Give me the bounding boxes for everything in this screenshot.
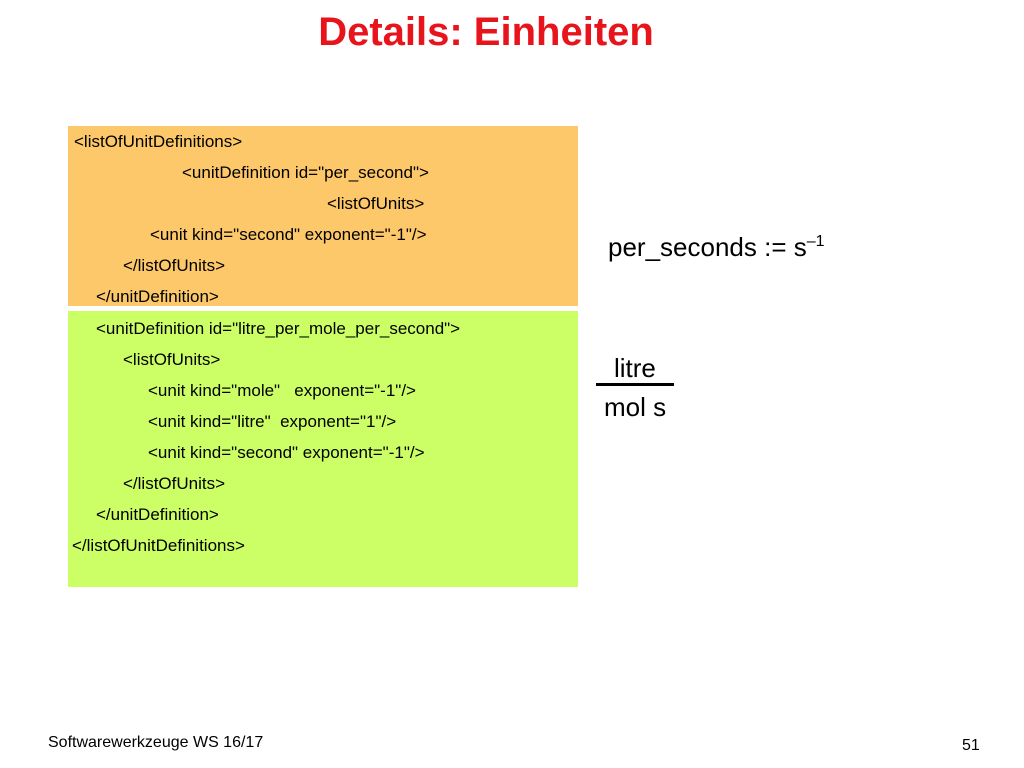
page-number: 51 <box>962 737 980 754</box>
code-block-litre-per-mole-per-second: <unitDefinition id="litre_per_mole_per_s… <box>68 311 578 587</box>
code-line: <unit kind="second" exponent="-1"/> <box>150 225 427 244</box>
slide-title: Details: Einheiten <box>318 10 654 54</box>
code-line: <unit kind="mole" exponent="-1"/> <box>148 381 416 400</box>
fraction-denominator: mol s <box>604 392 667 422</box>
formula-exponent: –1 <box>806 233 825 250</box>
footer-course: Softwarewerkzeuge WS 16/17 <box>48 734 264 751</box>
formula-lhs: per_seconds := s <box>608 232 807 262</box>
code-line: <unit kind="second" exponent="-1"/> <box>148 443 425 462</box>
code-line: </listOfUnits> <box>123 474 226 493</box>
fraction-bar <box>596 383 674 386</box>
code-line: <unitDefinition id="litre_per_mole_per_s… <box>96 319 461 338</box>
code-block-per-second: <listOfUnitDefinitions> <unitDefinition … <box>68 126 578 306</box>
code-line: </listOfUnits> <box>123 256 226 275</box>
formula-per-seconds: per_seconds := s–1 <box>608 232 825 263</box>
code-line: </unitDefinition> <box>96 505 219 524</box>
code-line: <listOfUnits> <box>327 194 425 213</box>
fraction-numerator: litre <box>614 353 656 383</box>
code-line: <listOfUnits> <box>123 350 221 369</box>
code-line: <listOfUnitDefinitions> <box>74 132 243 151</box>
code-line: </listOfUnitDefinitions> <box>72 536 245 555</box>
code-line: <unitDefinition id="per_second"> <box>182 163 429 182</box>
code-line: </unitDefinition> <box>96 287 219 306</box>
code-line: <unit kind="litre" exponent="1"/> <box>148 412 397 431</box>
